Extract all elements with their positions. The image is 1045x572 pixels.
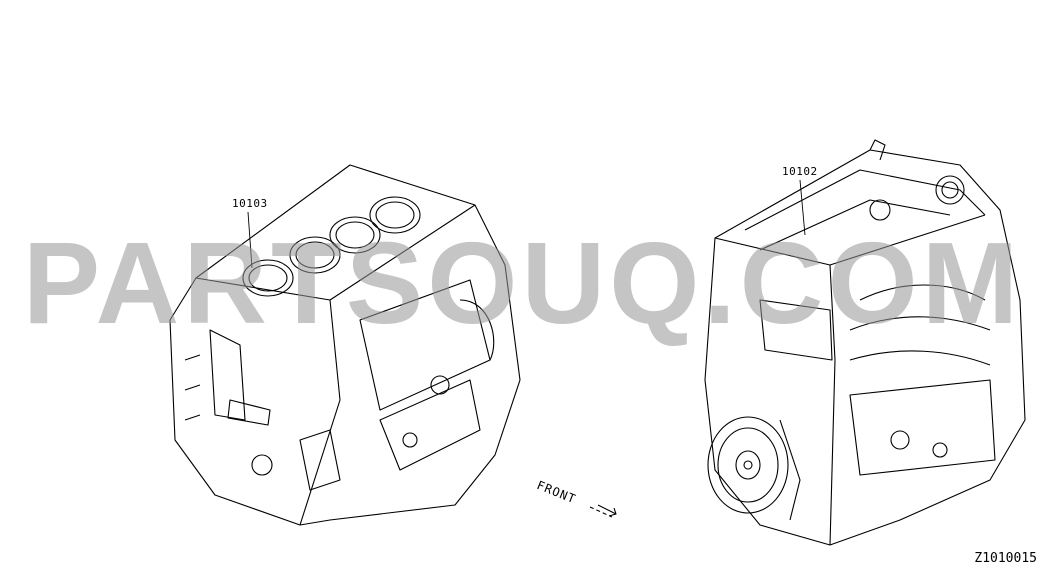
part-label-10102[interactable]: 10102 <box>782 165 818 178</box>
part-label-10103[interactable]: 10103 <box>232 197 268 210</box>
short-block-drawing[interactable] <box>169 164 521 526</box>
long-block-drawing[interactable] <box>704 139 1026 546</box>
diagram-code: Z1010015 <box>974 551 1037 566</box>
front-arrow <box>589 504 617 518</box>
